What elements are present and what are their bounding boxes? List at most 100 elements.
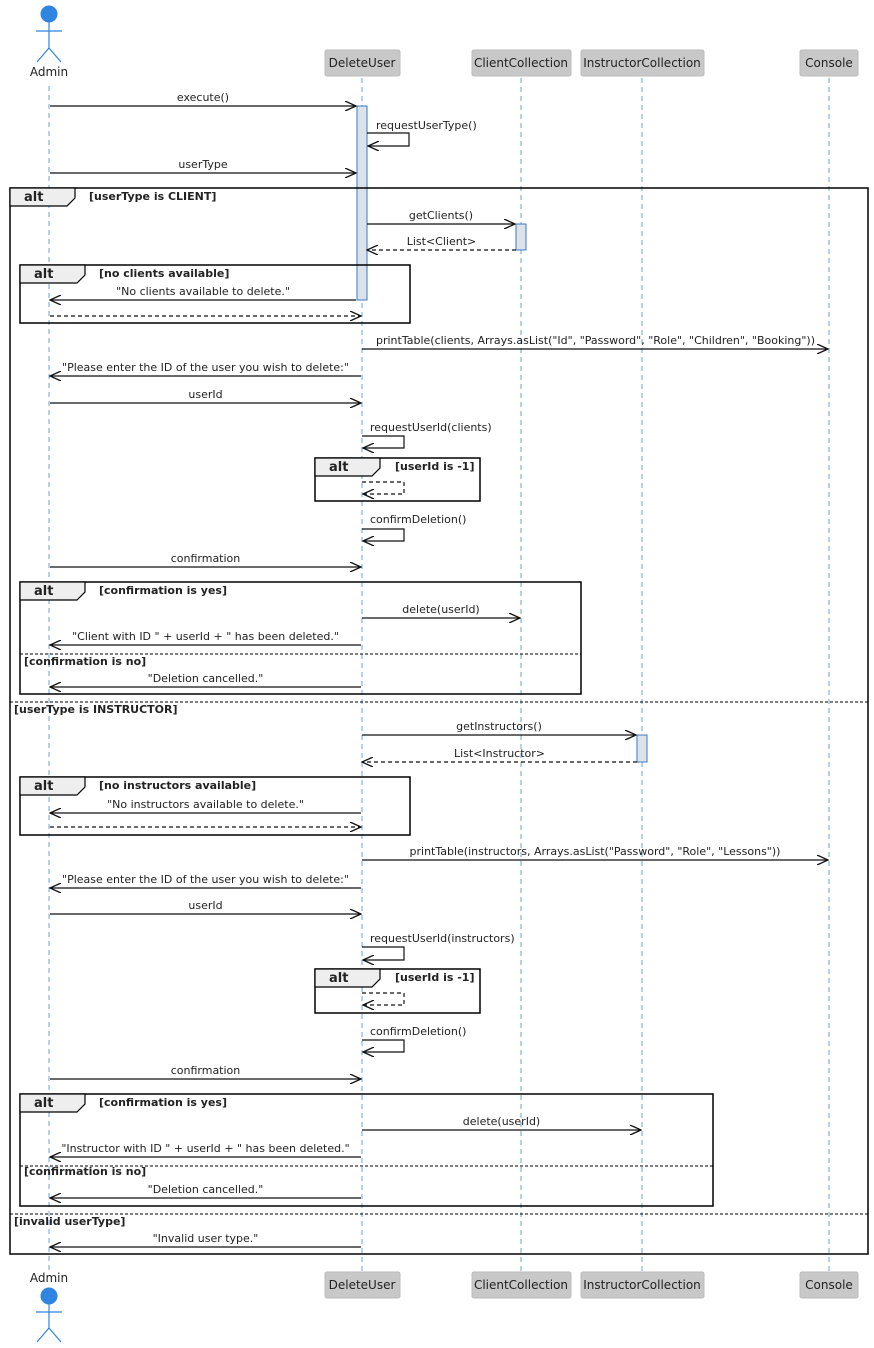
frame-guard: [userId is -1] xyxy=(395,971,474,984)
message-29: "Instructor with ID " + userId + " has b… xyxy=(50,1142,361,1157)
actor-admin-bottom: Admin xyxy=(30,1271,68,1343)
message-arrow-self xyxy=(362,992,405,1005)
message-label: "Deletion cancelled." xyxy=(148,672,264,685)
message-label: "Client with ID " + userId + " has been … xyxy=(72,630,339,643)
participant-label-admin: Admin xyxy=(30,65,68,79)
message-label: printTable(instructors, Arrays.asList("P… xyxy=(410,845,781,858)
frame-tab xyxy=(314,968,381,988)
message-label: "Deletion cancelled." xyxy=(148,1183,264,1196)
participant-label-console: Console xyxy=(805,1278,853,1292)
message-7: printTable(clients, Arrays.asList("Id", … xyxy=(362,334,828,349)
message-24: requestUserId(instructors) xyxy=(362,932,515,960)
participant-instructorcollection-top: InstructorCollection xyxy=(580,49,705,77)
activations xyxy=(356,105,648,763)
participant-console-bottom: Console xyxy=(799,1271,859,1299)
actor-head xyxy=(40,1287,58,1305)
actor-leg-right xyxy=(48,47,62,63)
frame-border xyxy=(19,264,411,324)
message-18: List<Instructor> xyxy=(362,747,637,762)
message-arrow-self xyxy=(362,946,405,960)
message-label: delete(userId) xyxy=(402,603,479,616)
message-30: "Deletion cancelled." xyxy=(50,1183,361,1198)
message-label: "Please enter the ID of the user you wis… xyxy=(62,361,349,374)
activation-clientcollection xyxy=(515,223,527,251)
message-26: confirmDeletion() xyxy=(362,1025,466,1052)
participant-label-console: Console xyxy=(805,56,853,70)
message-11 xyxy=(362,481,405,494)
message-3: getClients() xyxy=(367,209,515,224)
message-label: userType xyxy=(178,158,227,171)
activation-deleteuser xyxy=(356,105,368,301)
message-4: List<Client> xyxy=(367,235,516,250)
message-25 xyxy=(362,992,405,1005)
actor-leg-left xyxy=(36,47,50,63)
participant-box xyxy=(799,49,859,77)
participant-deleteuser-top: DeleteUser xyxy=(324,49,401,77)
message-12: confirmDeletion() xyxy=(362,513,466,541)
message-21: printTable(instructors, Arrays.asList("P… xyxy=(362,845,828,860)
frame-tab xyxy=(19,264,86,284)
message-label: confirmDeletion() xyxy=(370,513,466,526)
participants-top: Admin DeleteUser ClientCollection Instru… xyxy=(30,5,859,79)
frame-border xyxy=(19,581,582,695)
message-label: requestUserId(instructors) xyxy=(370,932,515,945)
participant-label-instructorcollection: InstructorCollection xyxy=(583,1278,701,1292)
fragments: alt [userType is CLIENT] [userType is IN… xyxy=(9,187,869,1255)
message-14: delete(userId) xyxy=(362,603,520,618)
message-label: confirmation xyxy=(171,552,241,565)
frame-guard: [userType is CLIENT] xyxy=(89,190,216,203)
message-17: getInstructors() xyxy=(362,720,636,735)
alt-frame-no-instructors: alt [no instructors available] xyxy=(19,776,411,836)
frame-keyword: alt xyxy=(24,190,43,205)
message-0: execute() xyxy=(50,91,356,106)
message-23: userId xyxy=(50,899,361,914)
alt-frame-usertype: alt [userType is CLIENT] [userType is IN… xyxy=(9,187,869,1255)
message-label: confirmDeletion() xyxy=(370,1025,466,1038)
frame-guard: [userType is INSTRUCTOR] xyxy=(14,703,178,716)
frame-guard: [invalid userType] xyxy=(14,1215,125,1228)
participant-instructorcollection-bottom: InstructorCollection xyxy=(580,1271,705,1299)
participant-clientcollection-top: ClientCollection xyxy=(471,49,572,77)
frame-guard: [no instructors available] xyxy=(99,779,256,792)
message-label: requestUserId(clients) xyxy=(370,421,492,434)
message-label: confirmation xyxy=(171,1064,241,1077)
frame-tab xyxy=(19,1093,86,1113)
frame-tab xyxy=(9,187,76,207)
actor-head xyxy=(40,5,58,23)
message-label: userId xyxy=(188,899,222,912)
message-1: requestUserType() xyxy=(367,119,477,146)
frame-keyword: alt xyxy=(34,584,53,599)
frame-border xyxy=(314,457,481,502)
frame-guard: [confirmation is yes] xyxy=(99,1096,227,1109)
message-27: confirmation xyxy=(50,1064,361,1079)
participant-box xyxy=(580,49,705,77)
participant-box xyxy=(324,49,401,77)
message-8: "Please enter the ID of the user you wis… xyxy=(50,361,361,376)
frame-guard: [no clients available] xyxy=(99,267,229,280)
message-10: requestUserId(clients) xyxy=(362,421,492,448)
frame-keyword: alt xyxy=(34,779,53,794)
message-label: printTable(clients, Arrays.asList("Id", … xyxy=(376,334,815,347)
message-22: "Please enter the ID of the user you wis… xyxy=(50,873,361,888)
message-arrow-self xyxy=(362,1039,405,1052)
message-15: "Client with ID " + userId + " has been … xyxy=(50,630,361,645)
participant-label-admin: Admin xyxy=(30,1271,68,1285)
actor-leg-left xyxy=(36,1327,50,1343)
participant-box xyxy=(471,49,572,77)
message-label: "Please enter the ID of the user you wis… xyxy=(62,873,349,886)
actor-leg-right xyxy=(48,1327,62,1343)
message-9: userId xyxy=(50,388,361,403)
message-label: List<Client> xyxy=(407,235,477,248)
participant-label-clientcollection: ClientCollection xyxy=(474,1278,568,1292)
message-31: "Invalid user type." xyxy=(50,1232,361,1247)
alt-frame-confirmation: alt [confirmation is yes] [confirmation … xyxy=(19,1093,714,1207)
frame-border xyxy=(314,968,481,1014)
message-label: "Instructor with ID " + userId + " has b… xyxy=(61,1142,349,1155)
frame-tab xyxy=(19,776,86,796)
participant-label-clientcollection: ClientCollection xyxy=(474,56,568,70)
activation-instructorcollection xyxy=(636,734,648,763)
actor-admin-top: Admin xyxy=(30,5,68,79)
participant-deleteuser-bottom: DeleteUser xyxy=(324,1271,401,1299)
message-5: "No clients available to delete." xyxy=(50,285,356,300)
